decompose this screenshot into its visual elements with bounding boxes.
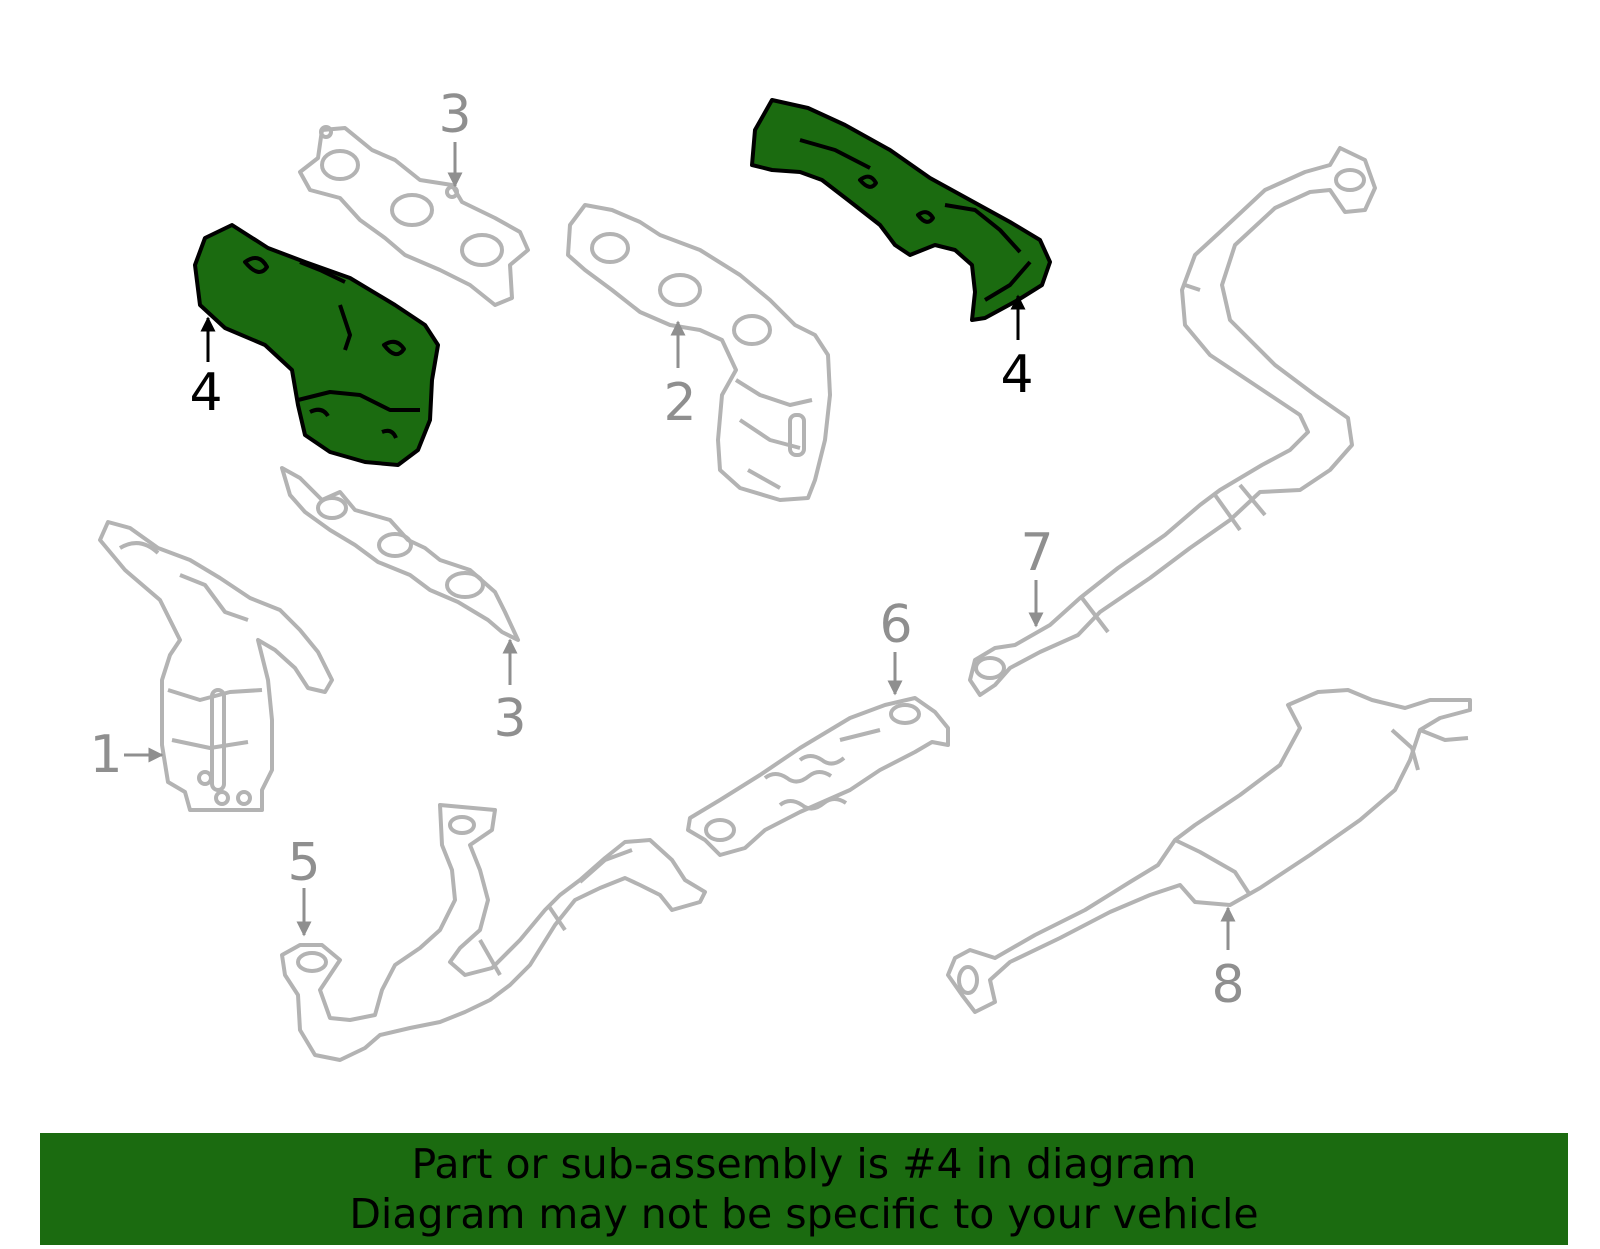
callout-labels: 3 2 4 4 3 1 7 6 5 8 [89,85,1244,1015]
banner-line-part-number: Part or sub-assembly is #4 in diagram [411,1140,1197,1188]
callout-7: 7 [1020,523,1053,583]
callout-8: 8 [1211,955,1244,1015]
callout-6: 6 [879,595,912,655]
callout-2: 2 [663,373,696,433]
banner-line-disclaimer: Diagram may not be specific to your vehi… [349,1190,1259,1238]
callout-1: 1 [89,725,122,785]
callout-4-right: 4 [1000,345,1033,405]
part-4-left-heat-shield[interactable] [193,223,440,467]
part-3-lower-gasket[interactable] [280,466,520,642]
part-7-front-pipe-resonator[interactable] [968,146,1377,697]
callout-3-top: 3 [438,85,471,145]
part-6-catalytic-converter[interactable] [686,696,950,857]
part-5-y-pipe[interactable] [280,803,707,1062]
part-4-right-heat-shield[interactable] [750,98,1052,322]
callout-4-left: 4 [189,363,222,423]
leader-arrows [124,142,1236,950]
callout-3-bottom: 3 [493,689,526,749]
part-2-manifold-catalyst[interactable] [566,203,832,502]
info-banner: Part or sub-assembly is #4 in diagram Di… [40,1133,1568,1245]
part-3-upper-gasket[interactable] [298,125,530,307]
part-1-manifold-catalyst[interactable] [98,520,334,812]
exhaust-parts-diagram: 3 2 4 4 3 1 7 6 5 8 [89,85,1472,1062]
part-8-muffler[interactable] [946,688,1472,1014]
callout-5: 5 [287,833,320,893]
